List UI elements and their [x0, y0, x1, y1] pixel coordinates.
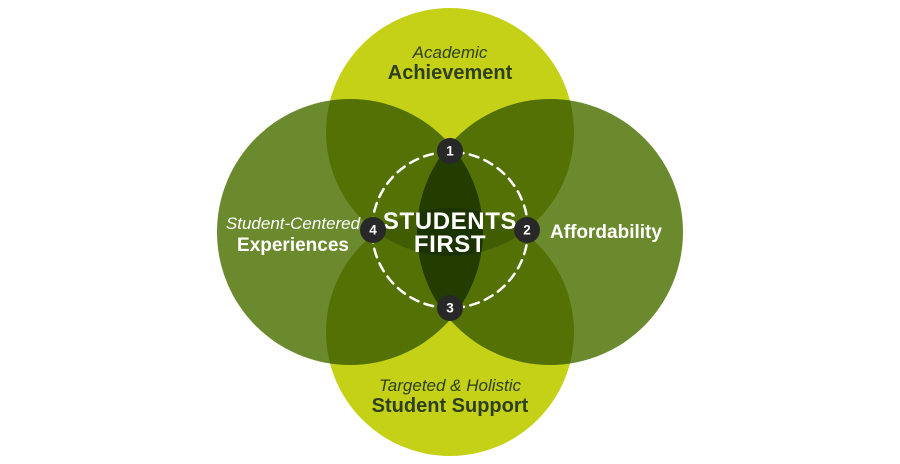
center-title-line2: FIRST: [414, 231, 486, 258]
badge-3: 3: [437, 295, 463, 321]
top-circle-title: Achievement: [388, 62, 513, 84]
badge-2: 2: [514, 217, 540, 243]
badge-3-circle: [437, 295, 463, 321]
venn-circles: [217, 8, 683, 456]
top-circle-subtitle: Academic: [412, 43, 488, 62]
center-title-line1: STUDENTS: [383, 208, 517, 235]
badge-4-number: 4: [369, 223, 377, 238]
badge-2-number: 2: [523, 223, 531, 238]
affordability-circle: [417, 99, 683, 365]
badge-4-circle: [360, 217, 386, 243]
left-circle-title: Experiences: [237, 235, 349, 256]
bottom-circle-title: Student Support: [372, 395, 529, 417]
left-circle-subtitle: Student-Centered: [226, 214, 361, 233]
badge-1-number: 1: [446, 144, 454, 159]
badge-1-circle: [437, 138, 463, 164]
badge-3-number: 3: [446, 301, 454, 316]
badge-2-circle: [514, 217, 540, 243]
right-circle-title: Affordability: [550, 222, 662, 243]
badge-1: 1: [437, 138, 463, 164]
student-centered-experiences-circle: [217, 99, 483, 365]
bottom-circle-subtitle: Targeted & Holistic: [379, 376, 522, 395]
badge-4: 4: [360, 217, 386, 243]
